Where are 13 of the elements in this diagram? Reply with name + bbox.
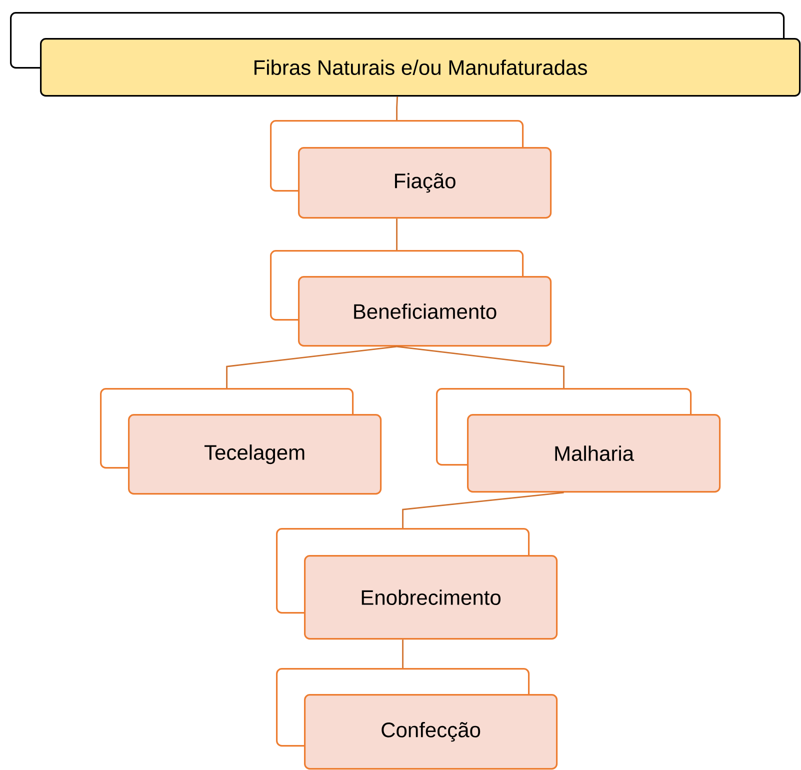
connector-line — [396, 218, 398, 250]
process-box: Beneficiamento — [270, 250, 552, 347]
process-box: Confecção — [276, 668, 558, 770]
connector-line — [396, 346, 564, 388]
connector-line — [402, 492, 564, 528]
connector-line — [396, 96, 398, 120]
connector-line — [402, 640, 404, 668]
process-box: Tecelagem — [100, 388, 382, 495]
process-box: Malharia — [436, 388, 721, 493]
connector-line — [226, 346, 397, 388]
process-box: Fiação — [270, 120, 552, 219]
title-box: Fibras Naturais e/ou Manufaturadas — [10, 12, 801, 97]
process-box: Enobrecimento — [276, 528, 558, 640]
